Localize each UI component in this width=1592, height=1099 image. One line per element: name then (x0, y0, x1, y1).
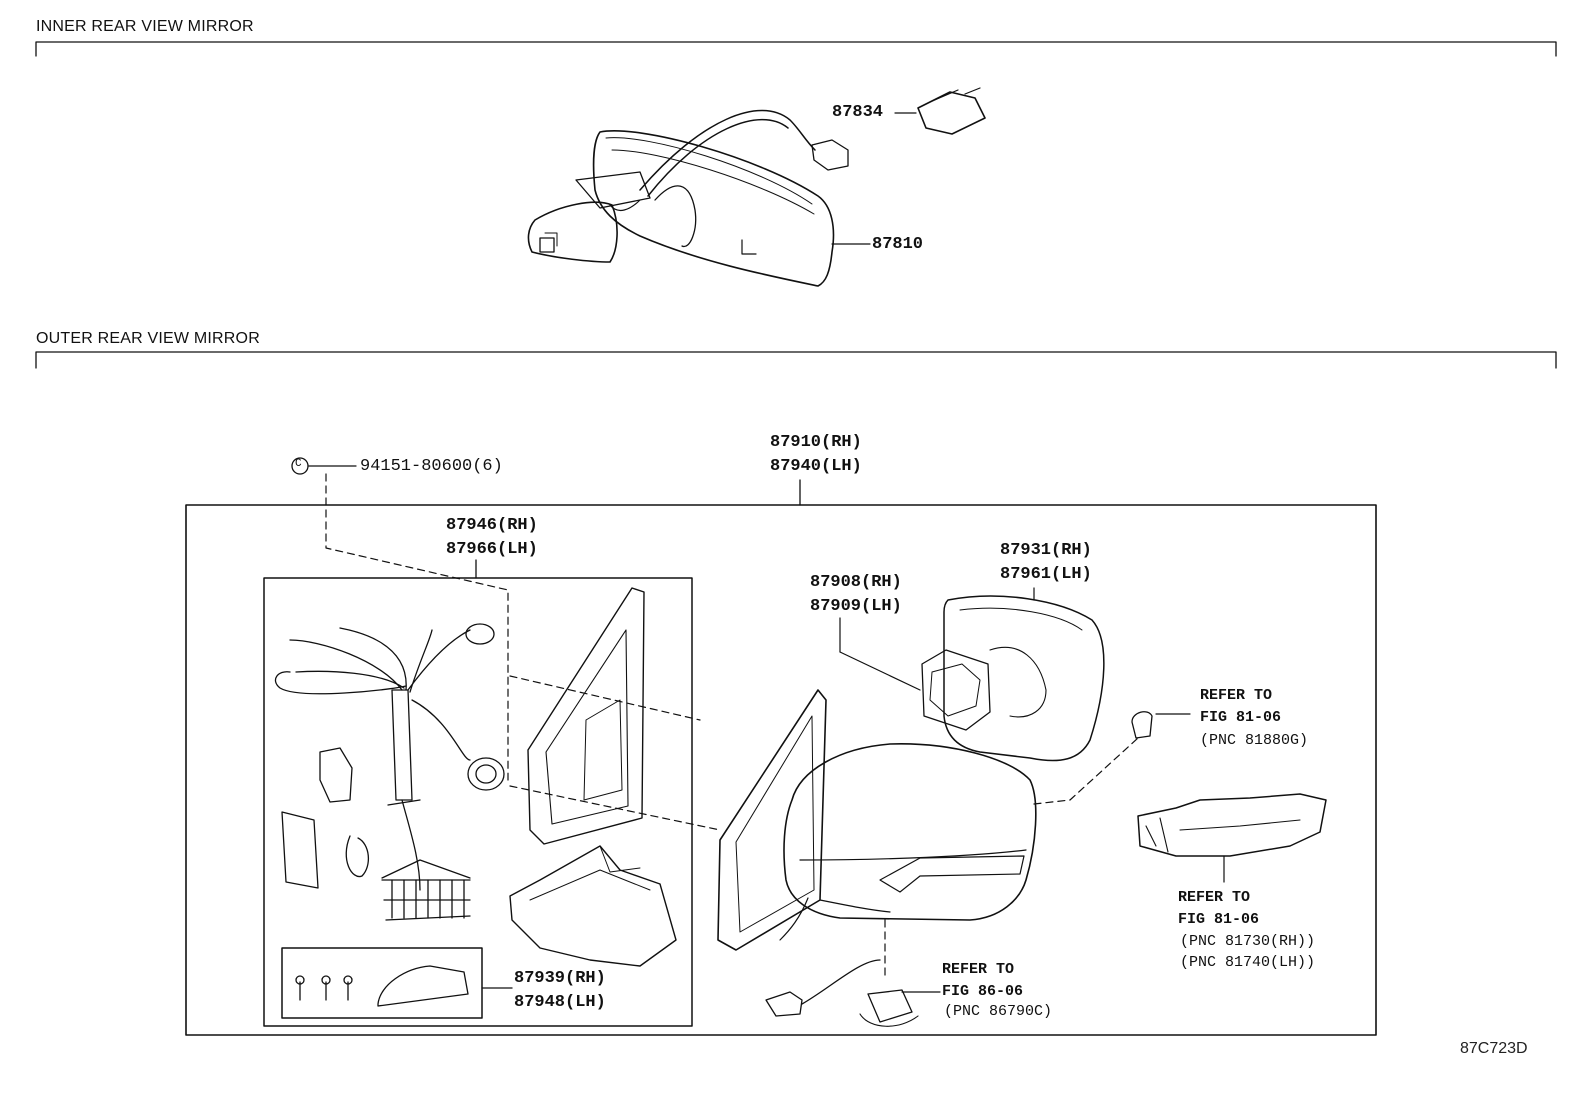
ref-lamp-line3: (PNC 86790C) (944, 1003, 1053, 1020)
cover-kit (295, 965, 469, 1007)
mirror-housing (717, 689, 1037, 951)
sensor-cover-87834 (894, 87, 986, 135)
label-87961: 87961(LH) (1000, 565, 1092, 584)
ref-signal-line3: (PNC 81730(RH)) (1180, 933, 1316, 950)
ref-bulb-line2: FIG 81-06 (1200, 709, 1282, 726)
ref-lamp-line2: FIG 86-06 (942, 983, 1024, 1000)
turn-signal-lamp (1137, 793, 1327, 883)
bulb (1131, 711, 1191, 739)
inner-mirror-87810 (527, 109, 871, 287)
outer-section-bracket (35, 351, 1557, 369)
label-87908: 87908(RH) (810, 573, 902, 592)
sub-assembly-frame (263, 577, 693, 1027)
clip-94151 (291, 457, 357, 475)
label-94151: 94151-80600(6) (360, 457, 503, 476)
ref-signal-line4: (PNC 81740(LH)) (1180, 954, 1316, 971)
ref-lamp-line1: REFER TO (942, 961, 1015, 978)
assembly-frame (185, 504, 1377, 1036)
ref-bulb-line1: REFER TO (1200, 687, 1273, 704)
outer-section-title: OUTER REAR VIEW MIRROR (36, 330, 260, 347)
cable-clamp (345, 835, 369, 878)
mirror-bracket (509, 587, 677, 967)
label-87948: 87948(LH) (514, 993, 606, 1012)
seal-tape (281, 811, 319, 889)
label-87966: 87966(LH) (446, 540, 538, 559)
mirror-glass (943, 587, 1105, 762)
inner-section-title: INNER REAR VIEW MIRROR (36, 18, 254, 35)
label-87931: 87931(RH) (1000, 541, 1092, 560)
wire-harness (274, 623, 505, 921)
mirror-actuator (839, 617, 991, 731)
label-87946: 87946(RH) (446, 516, 538, 535)
label-87940: 87940(LH) (770, 457, 862, 476)
puddle-lamp (765, 959, 941, 1027)
diagram-code: 87C723D (1460, 1040, 1528, 1057)
label-87910: 87910(RH) (770, 433, 862, 452)
label-87909: 87909(LH) (810, 597, 902, 616)
inner-section-bracket (35, 41, 1557, 57)
ref-signal-line1: REFER TO (1178, 889, 1251, 906)
label-87939: 87939(RH) (514, 969, 606, 988)
connector (319, 747, 353, 803)
ref-bulb-line3: (PNC 81880G) (1200, 732, 1309, 749)
ref-signal-line2: FIG 81-06 (1178, 911, 1260, 928)
clip-symbol: C (295, 458, 302, 470)
label-87834: 87834 (832, 103, 884, 122)
label-87810: 87810 (872, 235, 924, 254)
cover-kit-frame (281, 947, 483, 1019)
